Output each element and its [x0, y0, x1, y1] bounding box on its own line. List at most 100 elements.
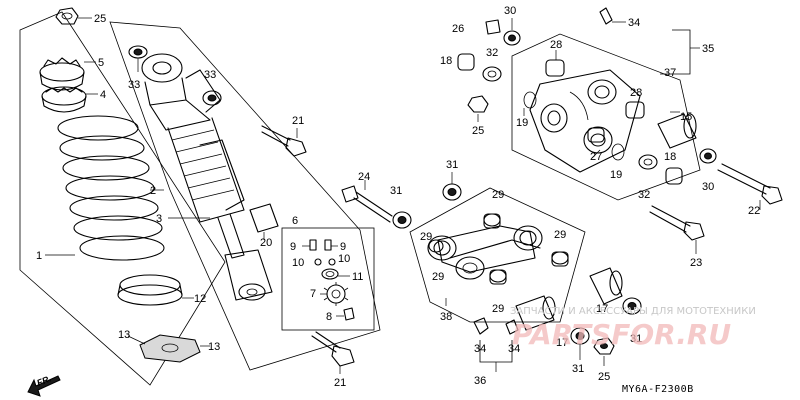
label-29-c: 29	[554, 229, 566, 241]
label-2: 2	[150, 185, 156, 197]
label-28-b: 28	[630, 87, 642, 99]
bracket-35	[660, 29, 700, 75]
bushing-29-d	[428, 239, 444, 253]
collar-33-right	[202, 90, 222, 106]
ring-19-left	[523, 91, 537, 116]
label-31-a: 31	[390, 185, 402, 197]
collar-33-upper	[128, 45, 148, 72]
label-29-a: 29	[492, 189, 504, 201]
label-32-b: 32	[638, 189, 650, 201]
seal-31-top	[442, 172, 462, 201]
label-33-a: 33	[128, 79, 140, 91]
seal-30-right	[699, 148, 717, 164]
adjuster-4	[41, 86, 98, 113]
watermark: ЗАПЧАСТИ И АКСЕССУАРЫ ДЛЯ МОТОТЕХНИКИ PA…	[510, 306, 756, 351]
bolt-21-lower	[311, 331, 355, 374]
label-20	[249, 203, 279, 240]
label-27: 27	[590, 151, 602, 163]
seal-31-right	[622, 297, 642, 315]
stopper-13	[127, 334, 210, 363]
bushing-18-left	[457, 53, 475, 71]
label-19-a: 19	[516, 117, 528, 129]
label-13-b: 13	[208, 341, 220, 353]
label-31-d: 31	[630, 333, 642, 345]
gear-7	[320, 282, 349, 306]
collar-32-bottom	[638, 154, 658, 170]
label-23: 23	[690, 257, 702, 269]
label-17-b: 17	[596, 303, 608, 315]
nut-25-bottom	[593, 337, 615, 366]
label-33-b: 33	[204, 69, 216, 81]
label-18-a: 18	[440, 55, 452, 67]
label-34-c: 34	[628, 17, 640, 29]
label-34-a: 34	[474, 343, 486, 355]
label-17-a: 17	[556, 337, 568, 349]
label-7: 7	[310, 288, 316, 300]
label-29-d: 29	[432, 271, 444, 283]
label-31-c: 31	[572, 363, 584, 375]
bolt-27	[591, 149, 601, 159]
bushing-29-a	[483, 213, 501, 229]
watermark-logo: PARTSFOR.RU	[512, 318, 731, 351]
label-4: 4	[100, 89, 106, 101]
bolt-22	[717, 163, 783, 210]
label-8: 8	[326, 311, 332, 323]
bushing-28-right	[625, 101, 645, 119]
label-32-a: 32	[486, 47, 498, 59]
label-25-a: 25	[94, 13, 106, 25]
label-25-c: 25	[472, 125, 484, 137]
collar-32-top	[482, 66, 502, 82]
label-28-a: 28	[550, 39, 562, 51]
front-direction-arrow	[27, 375, 61, 397]
grease-fitting-34-a	[473, 317, 489, 335]
bolt-24	[341, 180, 393, 223]
grease-fitting-34-top	[599, 7, 626, 25]
label-29-e: 29	[492, 303, 504, 315]
bushing-28-bottom	[587, 127, 605, 143]
collar-17-right	[589, 267, 623, 305]
label-21-a: 21	[292, 115, 304, 127]
front-direction-label: FR.	[35, 373, 52, 388]
collar-17-mid	[515, 295, 556, 331]
bushing-18-right	[665, 167, 683, 185]
label-9-a: 9	[290, 241, 296, 253]
bushing-29-b	[489, 269, 507, 285]
label-31-b: 31	[446, 159, 458, 171]
seal-31-bottom	[570, 327, 590, 360]
valve-9-left	[302, 239, 317, 251]
label-38: 38	[440, 311, 452, 323]
label-24: 24	[358, 171, 370, 183]
label-29-b: 29	[420, 231, 432, 243]
label-9-b: 9	[340, 241, 346, 253]
shock-link-38	[409, 187, 586, 323]
label-34-b: 34	[508, 343, 520, 355]
seal-31-left	[392, 211, 412, 229]
screw-8	[336, 307, 355, 321]
label-25-b: 25	[598, 371, 610, 383]
label-15: 15	[680, 111, 692, 123]
part-labels: 25 5 4 33 33 21 2 3 1 20 6 9 9 10 10 11 …	[36, 5, 760, 389]
bolt-23	[649, 205, 705, 254]
valve-kit-6-box	[281, 227, 375, 331]
ring-19-right	[611, 143, 625, 161]
label-35: 35	[702, 43, 714, 55]
label-10-b: 10	[338, 253, 350, 265]
cap-26	[485, 19, 501, 35]
bushing-28-top	[545, 50, 565, 77]
seal-11	[321, 268, 350, 280]
bushing-29-c	[551, 251, 569, 267]
bolt-21-upper	[261, 125, 307, 157]
spring-2	[57, 115, 165, 261]
rear-shock-group-outline	[19, 11, 381, 386]
nut-25-right	[467, 95, 489, 122]
diagram-code: MY6A-F2300B	[622, 384, 694, 395]
label-18-b: 18	[664, 151, 676, 163]
label-3: 3	[156, 213, 162, 225]
label-36: 36	[474, 375, 486, 387]
label-20: 20	[260, 237, 272, 249]
label-37: 37	[664, 67, 676, 79]
label-6: 6	[292, 215, 298, 227]
label-1: 1	[36, 250, 42, 262]
label-12: 12	[194, 293, 206, 305]
